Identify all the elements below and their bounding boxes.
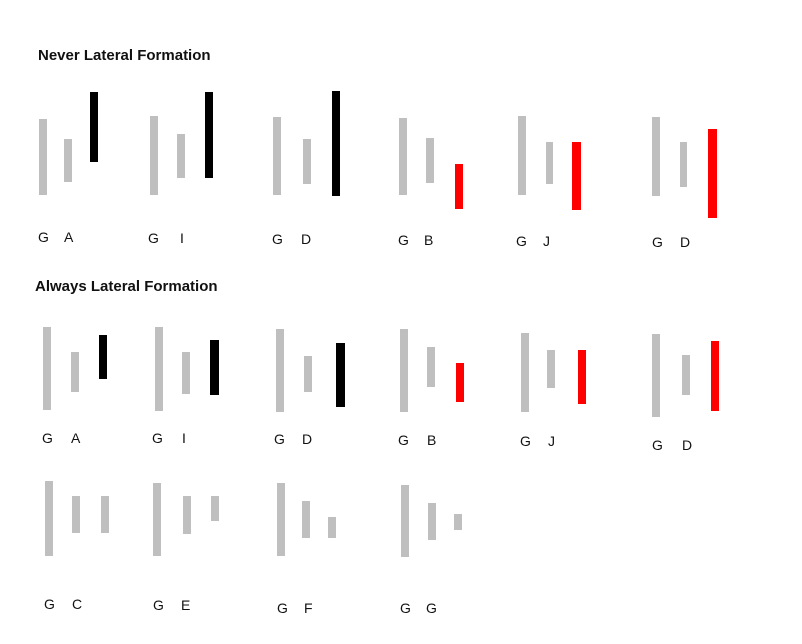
bar-label: G xyxy=(400,600,411,616)
bar-gray xyxy=(454,514,462,530)
bar-gray xyxy=(547,350,555,388)
bar-label: D xyxy=(301,231,312,247)
bar-label: G xyxy=(398,232,409,248)
bar-gray xyxy=(427,347,435,387)
bar-gray xyxy=(682,355,690,395)
bar-red xyxy=(572,142,581,210)
bar-gray xyxy=(399,118,407,195)
bar-gray xyxy=(43,327,51,410)
bar-gray xyxy=(276,329,284,412)
bar-label: G xyxy=(42,430,53,446)
bar-gray xyxy=(428,503,436,540)
bar-label: I xyxy=(180,230,184,246)
bar-label: G xyxy=(652,234,663,250)
bar-gray xyxy=(153,483,161,556)
bar-gray xyxy=(64,139,72,182)
bar-label: D xyxy=(680,234,691,250)
bar-label: B xyxy=(427,432,437,448)
bar-label: A xyxy=(71,430,81,446)
bar-gray xyxy=(183,496,191,534)
bar-gray xyxy=(401,485,409,557)
bar-gray xyxy=(546,142,553,184)
bar-gray xyxy=(652,117,660,196)
bar-label: G xyxy=(38,229,49,245)
bar-label: G xyxy=(520,433,531,449)
bar-label: G xyxy=(274,431,285,447)
bar-gray xyxy=(304,356,312,392)
bar-gray xyxy=(71,352,79,392)
bar-gray xyxy=(328,517,336,538)
bar-black xyxy=(90,92,98,162)
bar-label: J xyxy=(543,233,550,249)
bar-label: E xyxy=(181,597,191,613)
bar-label: J xyxy=(548,433,555,449)
section-title-always: Always Lateral Formation xyxy=(35,278,218,295)
bar-gray xyxy=(101,496,109,533)
bar-gray xyxy=(426,138,434,183)
bar-gray xyxy=(177,134,185,178)
bar-gray xyxy=(273,117,281,195)
bar-red xyxy=(455,164,463,209)
bar-label: I xyxy=(182,430,186,446)
bar-gray xyxy=(155,327,163,411)
bar-label: G xyxy=(426,600,437,616)
bar-label: B xyxy=(424,232,434,248)
bar-red xyxy=(578,350,586,404)
bar-gray xyxy=(521,333,529,412)
bar-gray xyxy=(150,116,158,195)
bar-label: G xyxy=(272,231,283,247)
bar-gray xyxy=(277,483,285,556)
section-title-never: Never Lateral Formation xyxy=(38,47,211,64)
bar-label: C xyxy=(72,596,83,612)
bar-label: G xyxy=(148,230,159,246)
bar-label: D xyxy=(302,431,313,447)
bar-label: F xyxy=(304,600,313,616)
bar-gray xyxy=(45,481,53,556)
bar-gray xyxy=(400,329,408,412)
bar-black xyxy=(205,92,213,178)
bar-gray xyxy=(303,139,311,184)
bar-label: A xyxy=(64,229,74,245)
bar-black xyxy=(99,335,107,379)
bar-black xyxy=(336,343,345,407)
bar-gray xyxy=(72,496,80,533)
bar-black xyxy=(332,91,340,196)
bar-label: D xyxy=(682,437,693,453)
bar-gray xyxy=(182,352,190,394)
bar-gray xyxy=(39,119,47,195)
bar-red xyxy=(456,363,464,402)
bar-gray xyxy=(518,116,526,195)
bar-gray xyxy=(652,334,660,417)
bar-red xyxy=(708,129,717,218)
bar-label: G xyxy=(152,430,163,446)
bar-gray xyxy=(680,142,687,187)
bar-label: G xyxy=(153,597,164,613)
bar-red xyxy=(711,341,719,411)
bar-label: G xyxy=(398,432,409,448)
bar-label: G xyxy=(516,233,527,249)
bar-black xyxy=(210,340,219,395)
bar-label: G xyxy=(44,596,55,612)
bar-gray xyxy=(302,501,310,538)
bar-label: G xyxy=(277,600,288,616)
bar-gray xyxy=(211,496,219,521)
bar-label: G xyxy=(652,437,663,453)
